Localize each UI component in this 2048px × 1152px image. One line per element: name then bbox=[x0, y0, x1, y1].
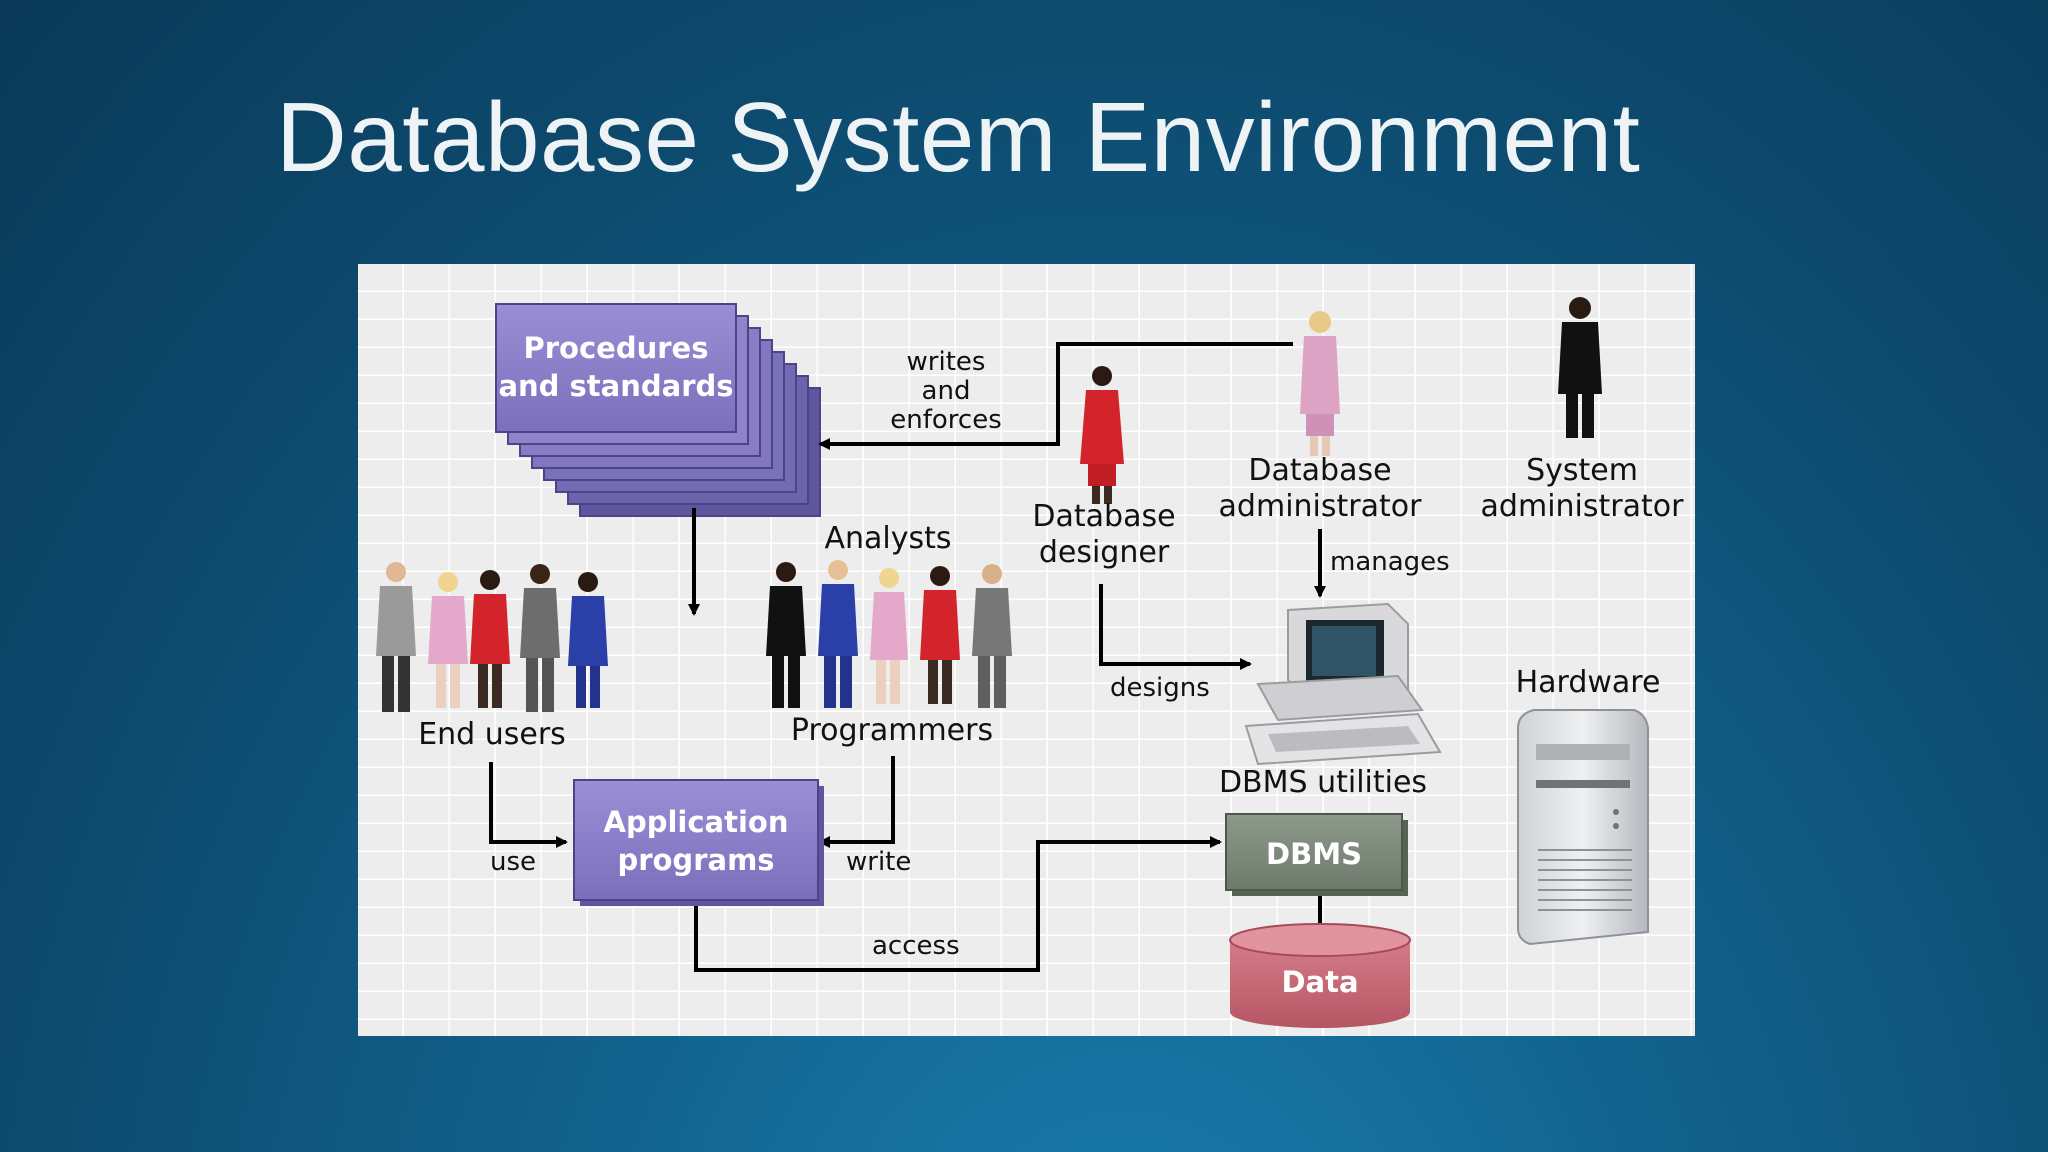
writes-label-2: and bbox=[922, 376, 971, 406]
end-users-label: End users bbox=[418, 717, 566, 752]
hardware-tower-icon bbox=[1517, 709, 1649, 946]
designs-label: designs bbox=[1110, 673, 1210, 703]
designs-arrow bbox=[1099, 584, 1252, 670]
designer-label-2: designer bbox=[1039, 535, 1170, 570]
dbms-box: DBMS bbox=[1225, 813, 1408, 896]
dbms-utilities-label: DBMS utilities bbox=[1219, 765, 1427, 800]
use-arrow bbox=[489, 762, 568, 848]
manages-label: manages bbox=[1330, 547, 1450, 577]
app-label-2: programs bbox=[617, 843, 774, 877]
procedures-front: Procedures and standards bbox=[495, 303, 737, 433]
slide-title: Database System Environment bbox=[276, 82, 1641, 192]
procedures-label-2: and standards bbox=[498, 369, 733, 403]
programmers-group bbox=[766, 560, 1012, 708]
access-label: access bbox=[872, 931, 960, 961]
write-arrow bbox=[818, 756, 895, 848]
sysadmin-label-2: administrator bbox=[1481, 489, 1685, 524]
writes-label-3: enforces bbox=[890, 405, 1002, 435]
analysts-label: Analysts bbox=[824, 521, 951, 556]
use-label: use bbox=[490, 847, 536, 877]
access-arrow bbox=[694, 836, 1222, 972]
dba-label-2: administrator bbox=[1219, 489, 1423, 524]
end-users-group bbox=[376, 562, 608, 712]
database-designer-figure bbox=[1080, 366, 1124, 504]
system-admin-figure bbox=[1558, 297, 1602, 438]
database-environment-diagram: Procedures and standards writes and enfo… bbox=[358, 264, 1695, 1036]
hardware-label: Hardware bbox=[1516, 665, 1661, 700]
writes-label-1: writes bbox=[907, 347, 986, 377]
application-programs-box: Application programs bbox=[573, 779, 824, 906]
data-label: Data bbox=[1281, 965, 1358, 999]
designer-label-1: Database bbox=[1032, 499, 1175, 534]
write-label: write bbox=[846, 847, 911, 877]
app-label-1: Application bbox=[604, 805, 789, 839]
dbms-label: DBMS bbox=[1266, 837, 1362, 871]
procedures-label-1: Procedures bbox=[524, 331, 709, 365]
sysadmin-label-1: System bbox=[1526, 453, 1638, 488]
programmers-label: Programmers bbox=[791, 713, 993, 748]
dba-label-1: Database bbox=[1248, 453, 1391, 488]
data-cylinder: Data bbox=[1229, 923, 1411, 1028]
writes-enforces-arrow bbox=[818, 342, 1293, 450]
database-admin-figure bbox=[1300, 311, 1340, 456]
connectors bbox=[489, 342, 1326, 972]
computer-icon bbox=[1244, 602, 1442, 766]
